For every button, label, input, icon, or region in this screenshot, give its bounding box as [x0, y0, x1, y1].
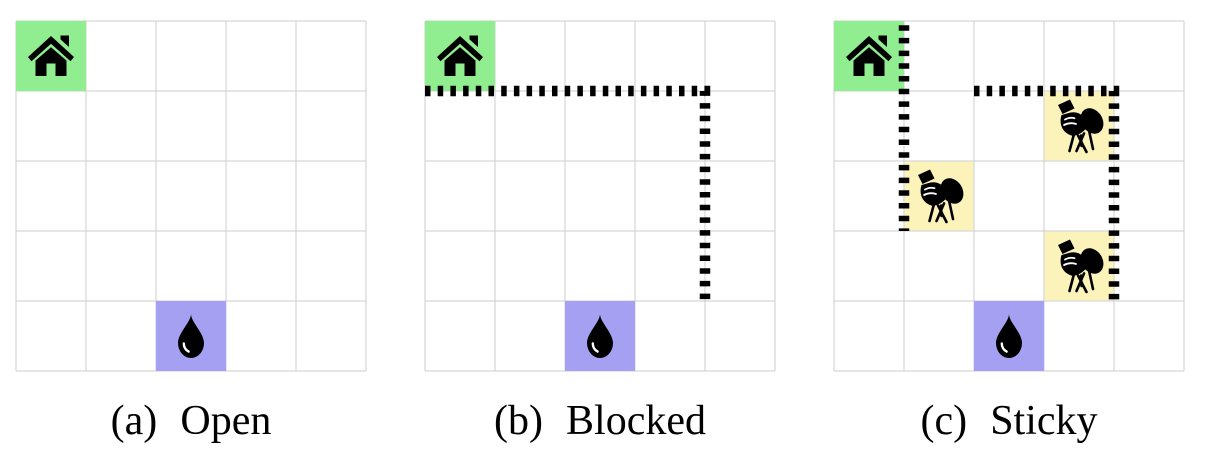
wall-dashed-line — [974, 85, 1120, 301]
panel-sticky: (c) Sticky — [833, 20, 1185, 462]
caption-blocked-label: (b) — [493, 398, 543, 444]
sticky-hand-icon — [1058, 99, 1104, 154]
caption-open-label: (a) — [110, 398, 158, 444]
house-icon — [437, 35, 483, 76]
grid-blocked — [424, 20, 776, 372]
house-icon — [846, 35, 892, 76]
grid-sticky — [833, 20, 1185, 372]
caption-sticky: (c) Sticky — [833, 398, 1185, 444]
water-drop-icon — [587, 314, 613, 358]
caption-blocked-title: Blocked — [566, 398, 707, 444]
panel-open: (a) Open — [15, 20, 367, 462]
caption-blocked: (b) Blocked — [424, 398, 776, 444]
panel-blocked: (b) Blocked — [424, 20, 776, 462]
grid-open — [15, 20, 367, 372]
caption-open-title: Open — [180, 398, 272, 444]
wall-dashed-line — [425, 85, 711, 301]
caption-sticky-label: (c) — [920, 398, 968, 444]
water-drop-icon — [996, 314, 1022, 358]
caption-sticky-title: Sticky — [990, 398, 1098, 444]
sticky-hand-icon — [1058, 239, 1104, 294]
water-drop-icon — [178, 314, 204, 358]
sticky-hand-icon — [918, 169, 964, 224]
caption-open: (a) Open — [15, 398, 367, 444]
